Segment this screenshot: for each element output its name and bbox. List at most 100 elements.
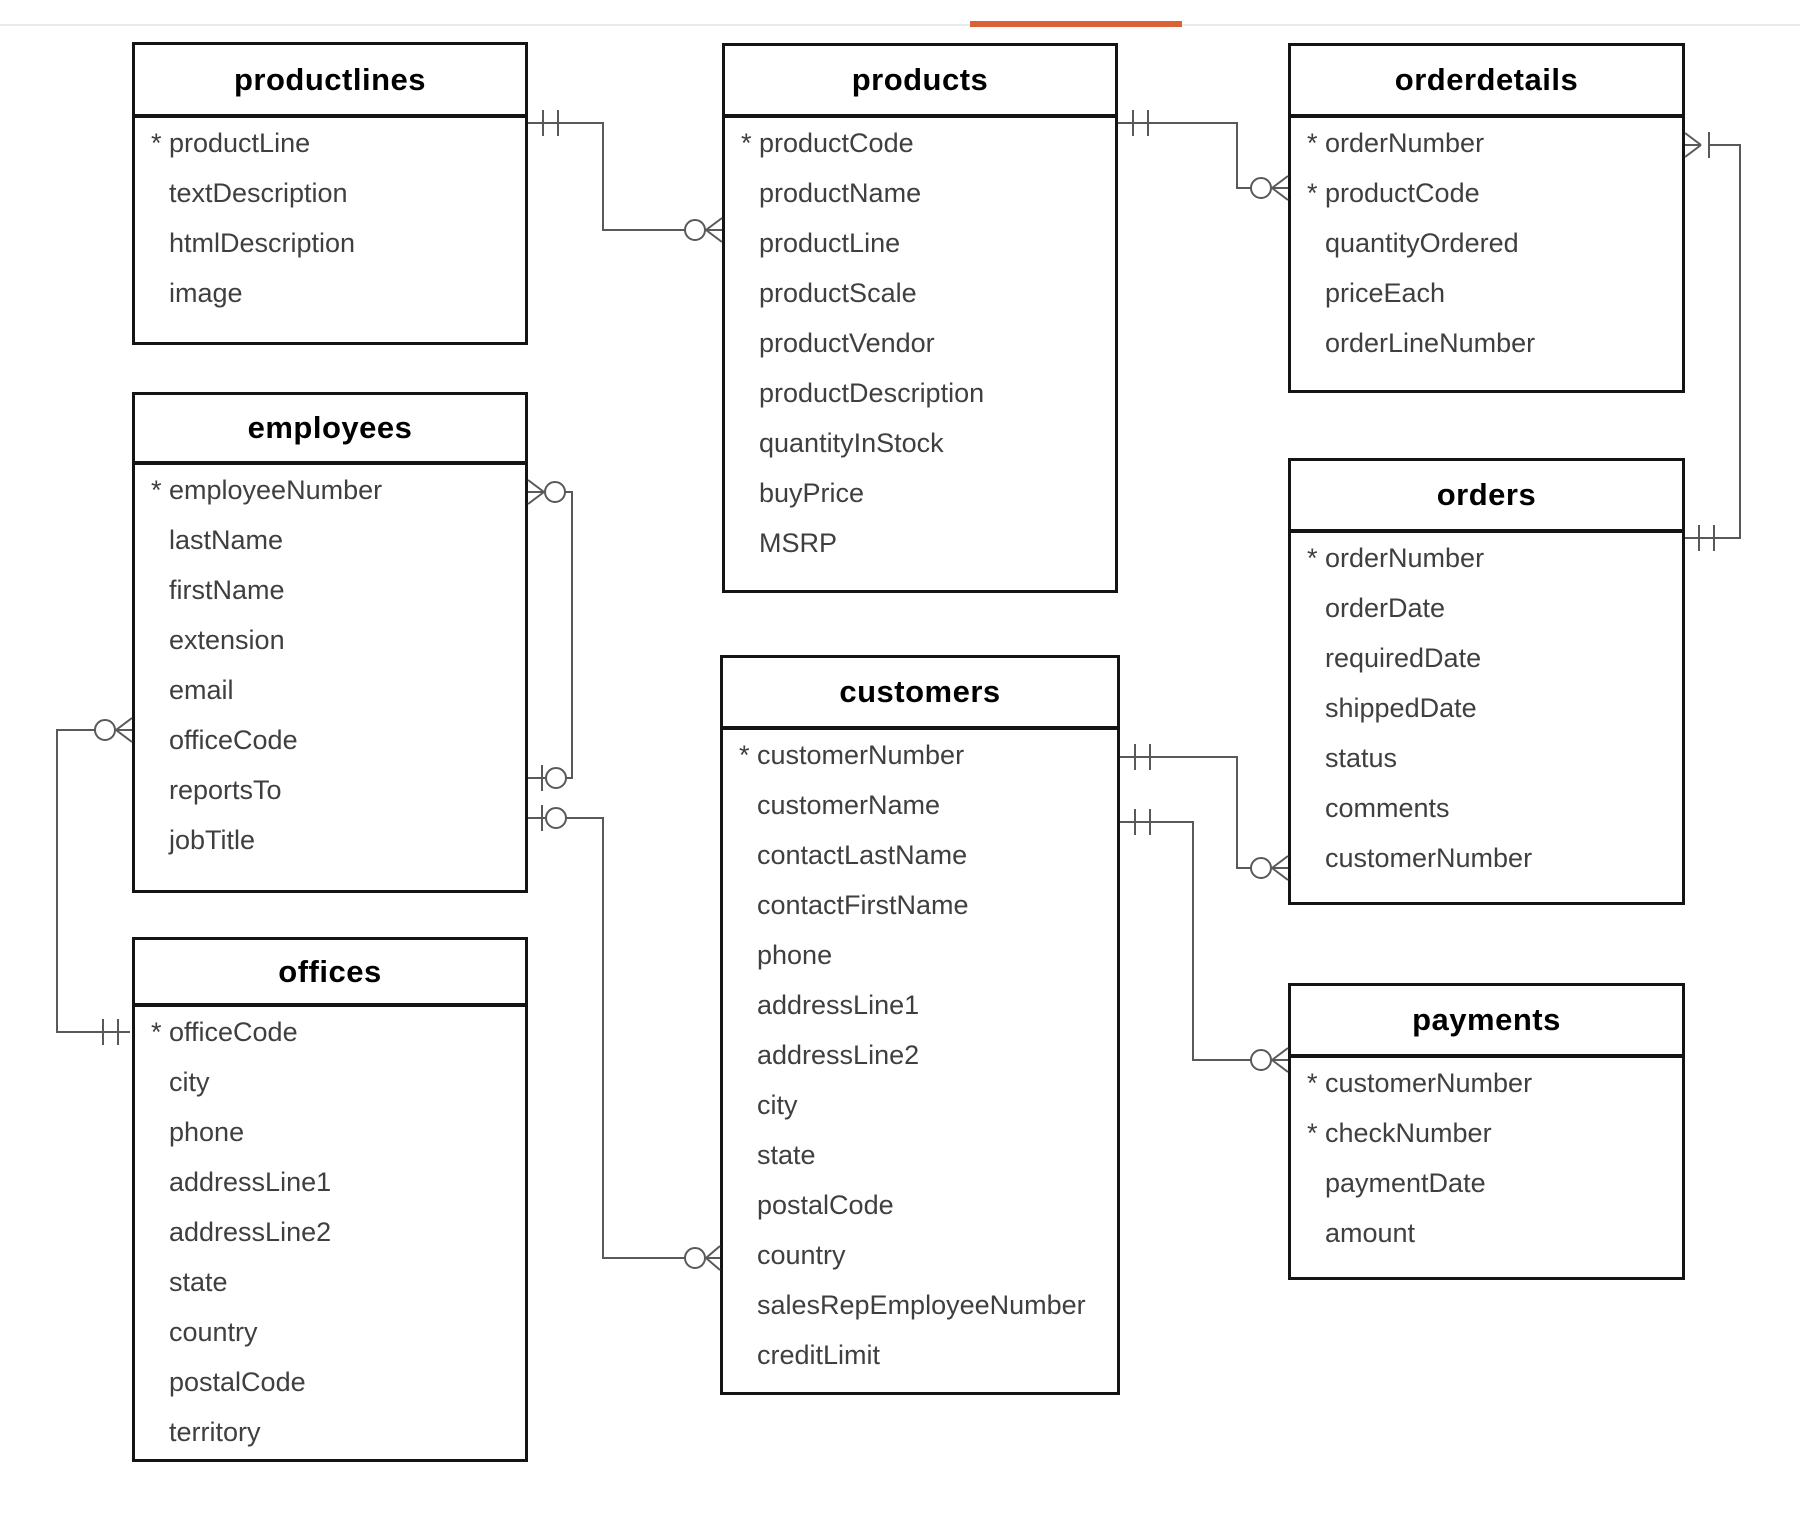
field-name: lastName	[169, 524, 284, 555]
field-name: officeCode	[169, 724, 298, 755]
connector-employees-self	[527, 479, 573, 791]
field-row-customers-customerName: customerName	[723, 780, 1117, 830]
field-name: checkNumber	[1325, 1117, 1492, 1148]
field-row-customers-contactFirstName: contactFirstName	[723, 880, 1117, 930]
field-row-customers-city: city	[723, 1080, 1117, 1130]
field-name: email	[169, 674, 234, 705]
table-customers: customers *customerNumber customerName cont…	[720, 655, 1120, 1395]
field-name: postalCode	[757, 1189, 894, 1220]
field-row-products-productDescription: productDescription	[725, 368, 1115, 418]
table-title-employees: employees	[135, 395, 525, 465]
field-name: textDescription	[169, 177, 348, 208]
table-title-payments: payments	[1291, 986, 1682, 1058]
table-title-offices: offices	[135, 940, 525, 1007]
field-row-orders-orderDate: orderDate	[1291, 583, 1682, 633]
field-row-orderdetails-quantityOrdered: quantityOrdered	[1291, 218, 1682, 268]
field-row-offices-city: city	[135, 1057, 525, 1107]
field-name: employeeNumber	[169, 474, 383, 505]
table-fields-orders: *orderNumber orderDate requiredDate shipped…	[1291, 533, 1682, 883]
field-row-products-buyPrice: buyPrice	[725, 468, 1115, 518]
table-title-customers: customers	[723, 658, 1117, 730]
field-row-productlines-productLine: *productLine	[135, 118, 525, 168]
field-name: jobTitle	[169, 824, 256, 855]
table-fields-productlines: *productLine textDescription htmlDescripti…	[135, 118, 525, 318]
field-row-orders-comments: comments	[1291, 783, 1682, 833]
field-row-orders-status: status	[1291, 733, 1682, 783]
field-row-productlines-image: image	[135, 268, 525, 318]
field-row-employees-email: email	[135, 665, 525, 715]
field-row-offices-phone: phone	[135, 1107, 525, 1157]
field-name: addressLine1	[169, 1166, 332, 1197]
field-name: productCode	[759, 127, 914, 158]
primary-key-marker: *	[1307, 542, 1318, 573]
field-name: orderDate	[1325, 592, 1446, 623]
field-name: priceEach	[1325, 277, 1446, 308]
field-name: quantityOrdered	[1325, 227, 1519, 258]
field-name: city	[757, 1089, 798, 1120]
top-divider-line	[0, 24, 1800, 26]
field-row-products-productLine: productLine	[725, 218, 1115, 268]
field-row-employees-employeeNumber: *employeeNumber	[135, 465, 525, 515]
primary-key-marker: *	[739, 739, 750, 770]
field-row-customers-addressLine1: addressLine1	[723, 980, 1117, 1030]
field-row-payments-paymentDate: paymentDate	[1291, 1158, 1682, 1208]
field-name: quantityInStock	[759, 427, 944, 458]
connector-productlines-products	[528, 110, 723, 243]
field-row-offices-addressLine2: addressLine2	[135, 1207, 525, 1257]
primary-key-marker: *	[1307, 1067, 1318, 1098]
field-name: htmlDescription	[169, 227, 356, 258]
field-name: productName	[759, 177, 922, 208]
connector-products-orderdetails	[1118, 110, 1289, 201]
field-name: productLine	[759, 227, 901, 258]
field-name: orderNumber	[1325, 542, 1485, 573]
field-name: orderLineNumber	[1325, 327, 1536, 358]
field-name: amount	[1325, 1217, 1416, 1248]
field-name: comments	[1325, 792, 1450, 823]
field-name: addressLine1	[757, 989, 920, 1020]
table-title-orders: orders	[1291, 461, 1682, 533]
field-name: state	[169, 1266, 228, 1297]
field-name: city	[169, 1066, 210, 1097]
field-name: contactFirstName	[757, 889, 969, 920]
field-name: creditLimit	[757, 1339, 881, 1370]
field-row-employees-jobTitle: jobTitle	[135, 815, 525, 865]
field-row-employees-firstName: firstName	[135, 565, 525, 615]
field-name: addressLine2	[757, 1039, 920, 1070]
field-row-products-MSRP: MSRP	[725, 518, 1115, 568]
field-row-products-productName: productName	[725, 168, 1115, 218]
field-name: paymentDate	[1325, 1167, 1486, 1198]
field-row-customers-state: state	[723, 1130, 1117, 1180]
field-row-offices-postalCode: postalCode	[135, 1357, 525, 1407]
field-name: buyPrice	[759, 477, 865, 508]
field-row-orderdetails-orderLineNumber: orderLineNumber	[1291, 318, 1682, 368]
field-row-employees-lastName: lastName	[135, 515, 525, 565]
field-name: customerNumber	[1325, 1067, 1533, 1098]
field-name: customerNumber	[757, 739, 965, 770]
field-row-products-productCode: *productCode	[725, 118, 1115, 168]
field-row-customers-phone: phone	[723, 930, 1117, 980]
field-name: customerName	[757, 789, 941, 820]
field-row-customers-country: country	[723, 1230, 1117, 1280]
field-name: firstName	[169, 574, 285, 605]
primary-key-marker: *	[151, 1016, 162, 1047]
field-name: shippedDate	[1325, 692, 1477, 723]
field-row-offices-country: country	[135, 1307, 525, 1357]
field-name: territory	[169, 1416, 261, 1447]
table-fields-products: *productCode productName productLine produc…	[725, 118, 1115, 568]
connector-customers-orders	[1120, 744, 1289, 881]
primary-key-marker: *	[151, 474, 162, 505]
field-row-orders-requiredDate: requiredDate	[1291, 633, 1682, 683]
field-row-orders-shippedDate: shippedDate	[1291, 683, 1682, 733]
field-row-payments-amount: amount	[1291, 1208, 1682, 1258]
field-name: productDescription	[759, 377, 985, 408]
field-row-orderdetails-productCode: *productCode	[1291, 168, 1682, 218]
field-name: orderNumber	[1325, 127, 1485, 158]
field-name: productCode	[1325, 177, 1480, 208]
